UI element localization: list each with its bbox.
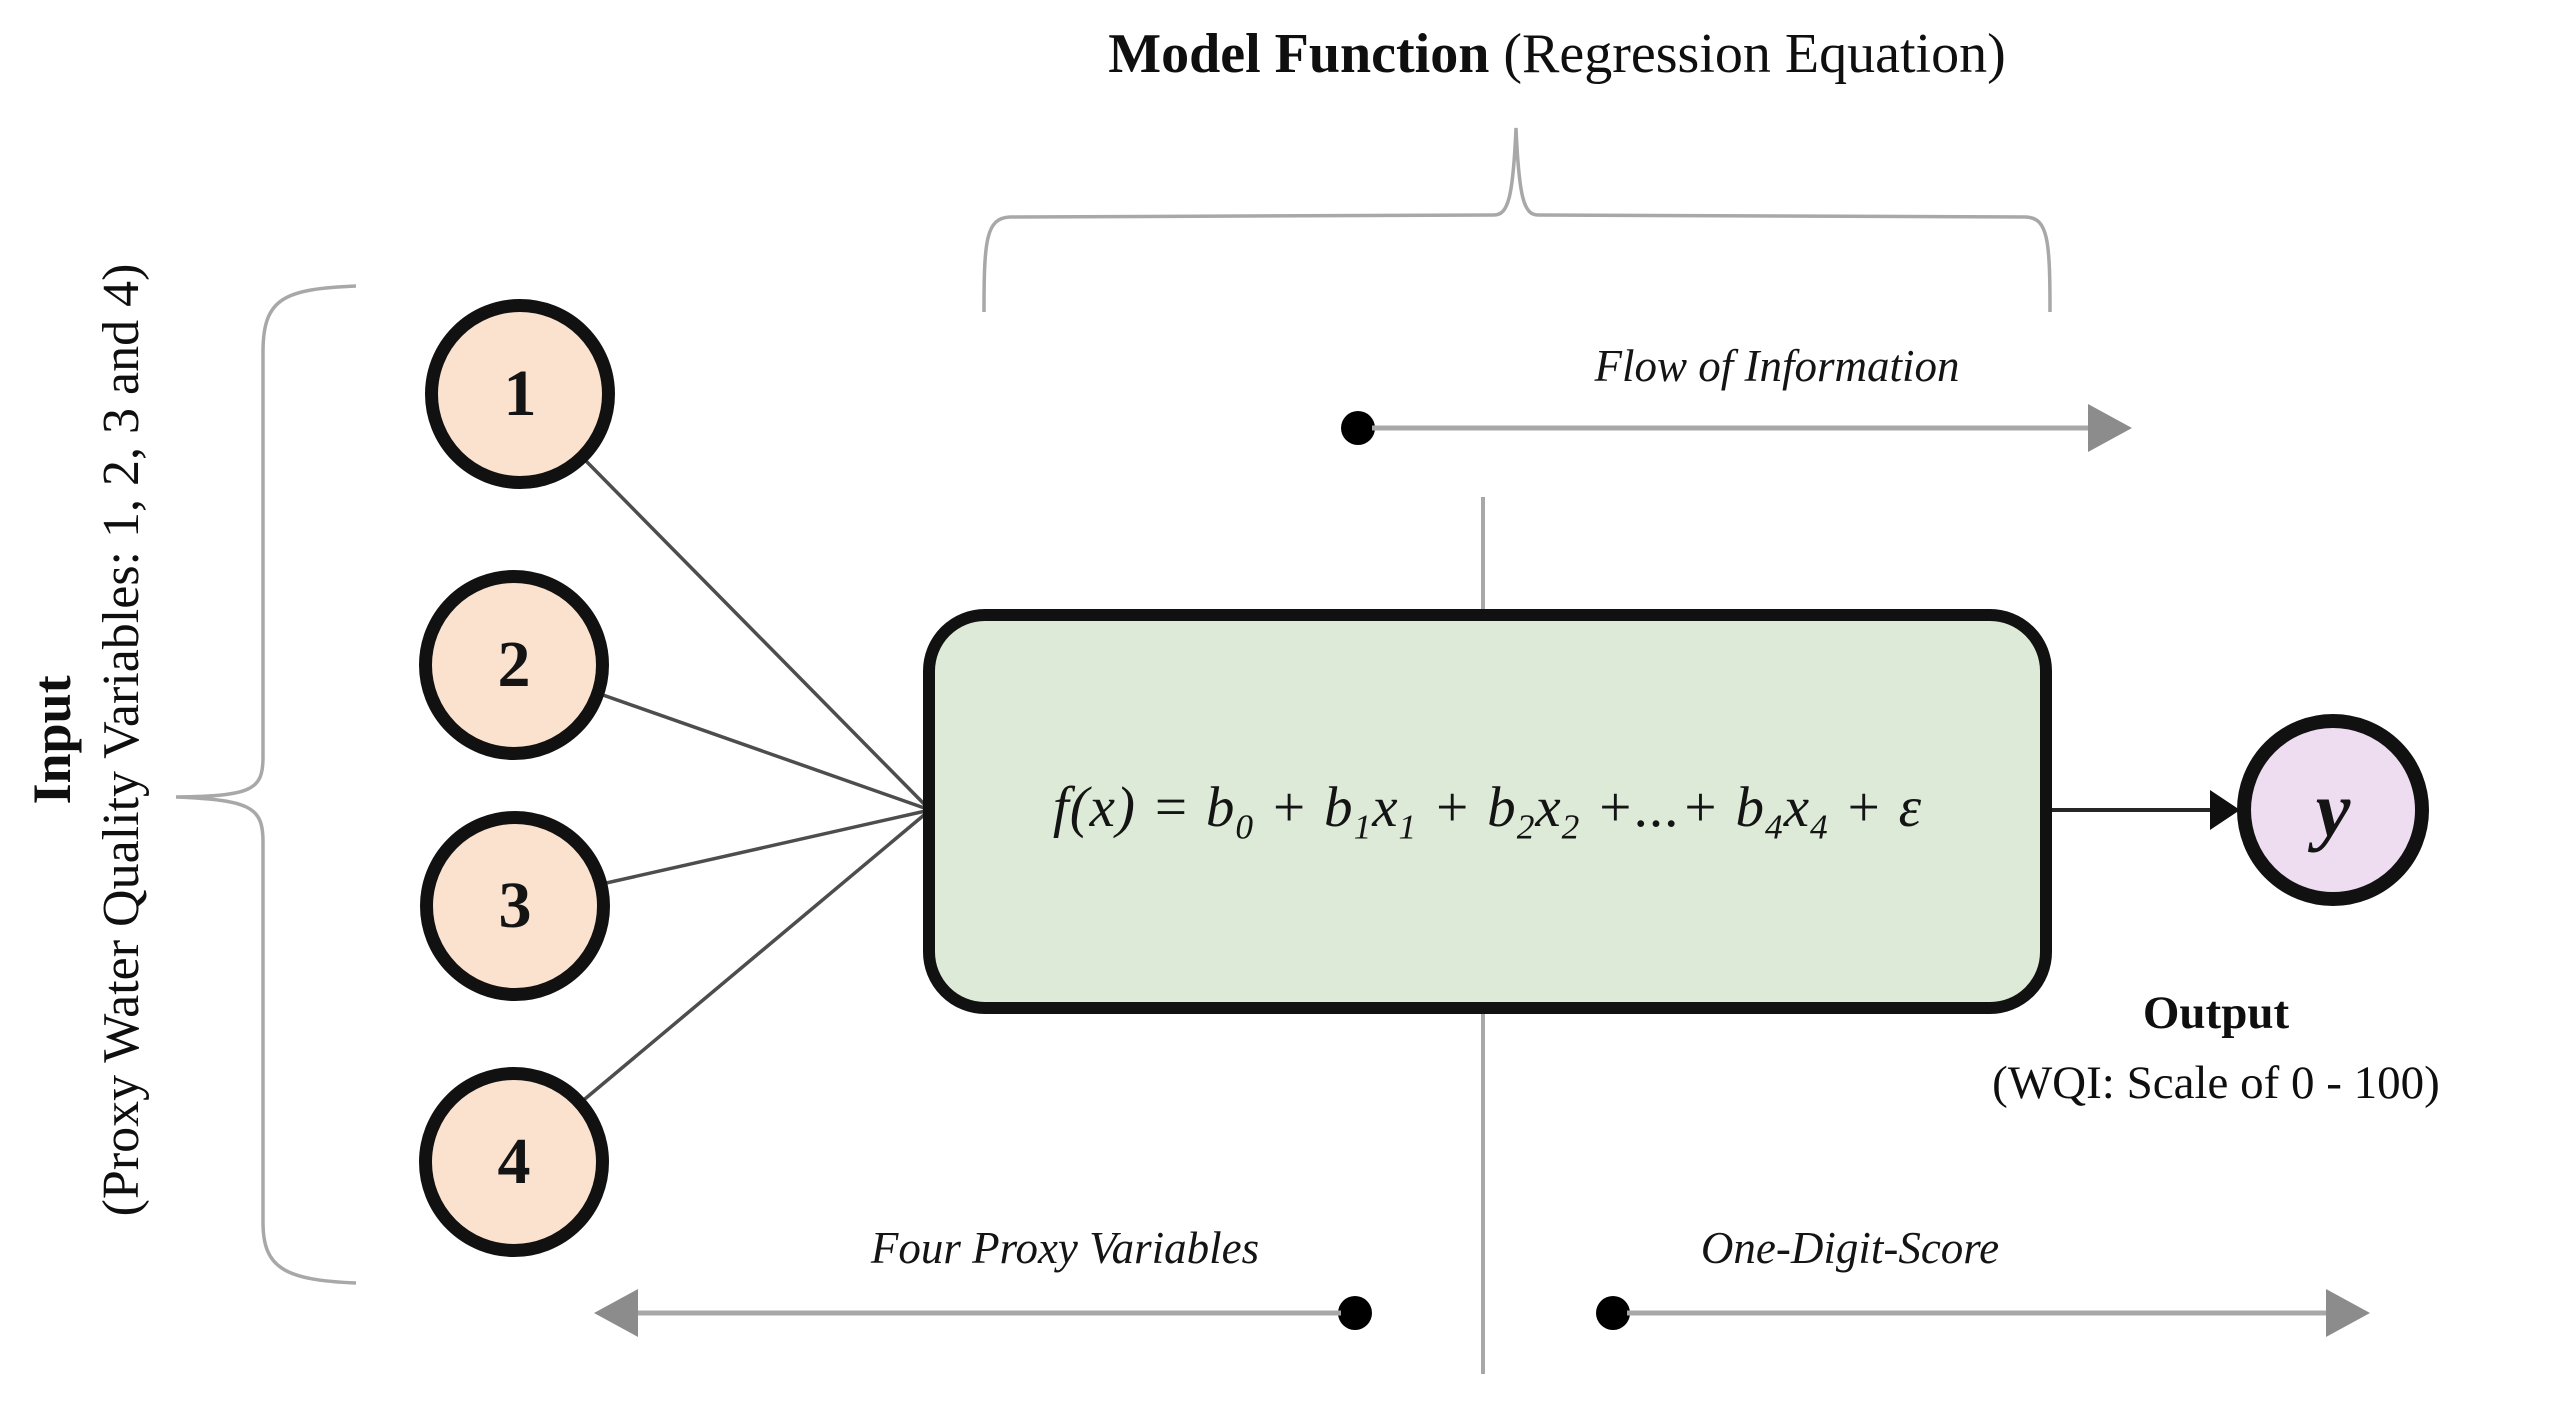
four-proxy-arrow-head	[594, 1289, 638, 1337]
input-node-2-label: 2	[497, 628, 531, 701]
input-label: Input (Proxy Water Quality Variables: 1,…	[17, 90, 151, 1390]
input-node-4-label: 4	[497, 1125, 531, 1198]
model-equation: f(x) = b0 + b1x1 + b2x2 +...+ b4x4 + ε	[1052, 776, 1923, 847]
output-label: Output (WQI: Scale of 0 - 100)	[1992, 978, 2440, 1118]
diagram-title-bold: Model Function	[1108, 23, 1490, 85]
top-brace	[982, 127, 2052, 313]
model-function-box: f(x) = b0 + b1x1 + b2x2 +...+ b4x4 + ε	[923, 609, 2052, 1014]
input-node-3-label: 3	[498, 869, 532, 942]
four-proxy-arrow-dot	[1338, 1296, 1372, 1330]
flow-of-information-label: Flow of Information	[1594, 341, 1960, 391]
one-digit-score-label: One-Digit-Score	[1700, 1223, 2000, 1273]
flow-arrow	[1341, 404, 2132, 452]
output-node: y	[2237, 714, 2429, 906]
four-proxy-arrow	[594, 1289, 1372, 1337]
output-label-detail: (WQI: Scale of 0 - 100)	[1992, 1057, 2440, 1109]
diagram-title: Model Function (Regression Equation)	[1108, 22, 2005, 86]
input-label-detail: (Proxy Water Quality Variables: 1, 2, 3 …	[93, 263, 150, 1217]
input-node-1-label: 1	[503, 357, 537, 430]
one-digit-arrow-dot	[1596, 1296, 1630, 1330]
output-arrow	[2050, 790, 2240, 830]
one-digit-arrow-head	[2326, 1289, 2370, 1337]
flow-arrow-head	[2088, 404, 2132, 452]
input-node-4: 4	[419, 1067, 609, 1257]
diagram-title-rest: (Regression Equation)	[1489, 23, 2006, 85]
flow-arrow-dot	[1341, 411, 1375, 445]
output-arrow-head	[2210, 790, 2240, 830]
input-node-3: 3	[420, 811, 610, 1001]
output-node-label: y	[2315, 766, 2351, 853]
input-node-1: 1	[425, 299, 615, 489]
input-node-2: 2	[419, 570, 609, 760]
one-digit-arrow	[1596, 1289, 2370, 1337]
four-proxy-variables-label: Four Proxy Variables	[870, 1223, 1260, 1273]
output-label-bold: Output	[2142, 987, 2290, 1039]
connector-lines	[510, 390, 932, 1162]
input-label-bold: Input	[22, 675, 82, 805]
left-brace	[175, 284, 357, 1285]
